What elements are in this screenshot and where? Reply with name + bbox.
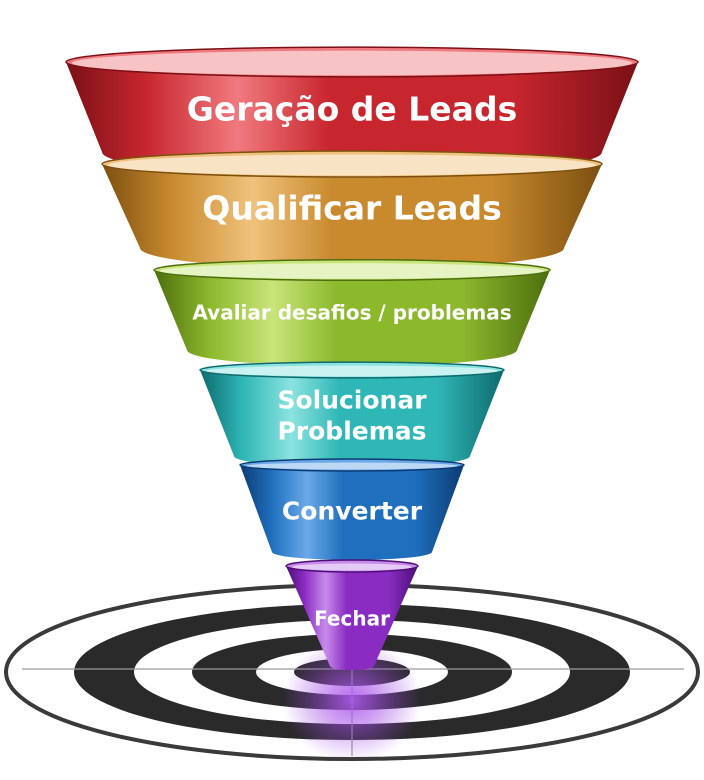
- funnel-stage-label: Geração de Leads: [187, 90, 517, 129]
- funnel-stage-2: Qualificar Leads: [101, 150, 603, 270]
- funnel-stage-rim-inner: [160, 263, 544, 279]
- funnel-stage-rim-inner: [292, 563, 412, 571]
- funnel-stage-5: Converter: [239, 458, 465, 560]
- target-glow: [282, 638, 422, 762]
- funnel-stage-body: [286, 566, 418, 670]
- funnel-stage-label: Fechar: [314, 607, 390, 631]
- funnel-stage-1: Geração de Leads: [65, 46, 639, 177]
- funnel-stage-6: Fechar: [285, 559, 419, 670]
- funnel-stage-body: [102, 164, 602, 270]
- funnel-stage-body: [240, 465, 464, 560]
- funnel-stage-body: [66, 62, 638, 177]
- funnel-stage-label: Qualificar Leads: [202, 189, 501, 228]
- funnel-stage-body: [154, 270, 550, 367]
- funnel-stage-label: Converter: [282, 497, 423, 526]
- funnel-stage-label: Avaliar desafios / problemas: [192, 301, 511, 325]
- funnel-stage-rim-inner: [72, 50, 632, 76]
- funnel-stage-rim-inner: [108, 154, 596, 176]
- funnel-stage-rim-inner: [246, 462, 458, 470]
- funnel-stage-rim-inner: [206, 365, 498, 377]
- funnel-stage-label: Solucionar: [277, 385, 427, 414]
- funnel-stage-label: Problemas: [277, 417, 426, 446]
- funnel-stage-body: [200, 370, 504, 468]
- target-bullseye: [4, 583, 700, 762]
- funnel-stage-3: Avaliar desafios / problemas: [153, 258, 551, 367]
